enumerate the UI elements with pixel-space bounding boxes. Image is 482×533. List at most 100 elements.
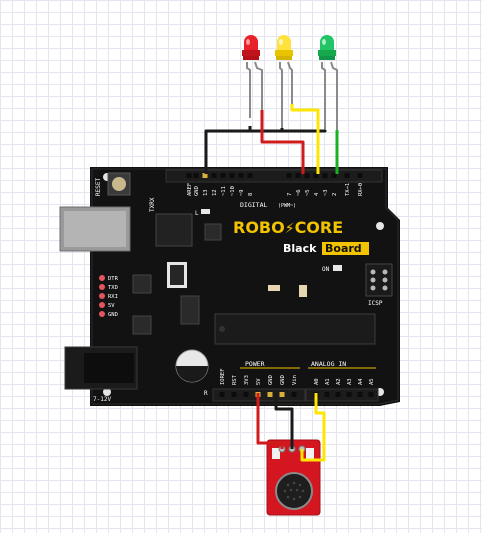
small-ic [180, 295, 200, 325]
regulator-chip-2 [132, 315, 152, 335]
analog-pin-labels: A0 A1 A2 A3 A4 A5 [314, 378, 375, 385]
digital-sockets [186, 173, 363, 178]
digital-socket [238, 173, 244, 178]
digital-pin-label: ~10 [230, 186, 236, 196]
digital-pin-label: 4 [314, 192, 320, 196]
digital-pin-label: 2 [332, 193, 338, 196]
status-led [99, 311, 105, 317]
power-pin-label: Vin [292, 375, 298, 385]
status-led [99, 293, 105, 299]
digital-socket [247, 173, 253, 178]
l-led [201, 209, 210, 214]
analog-socket [368, 392, 374, 397]
digital-socket [313, 173, 319, 178]
power-socket [219, 392, 225, 397]
mount-hole [103, 388, 111, 396]
smd-resistor-2 [299, 285, 307, 297]
power-pin-label: GND [280, 375, 286, 385]
wire-a0-sensor [300, 393, 326, 462]
power-pin-label: 5V [256, 378, 262, 385]
digital-pin-label: 12 [212, 189, 218, 196]
wire-pin5-led-yellow [290, 104, 320, 174]
status-led-label: RXI [108, 294, 118, 300]
r-label: R [204, 390, 208, 397]
pwm-label: (PWM~) [278, 203, 296, 209]
wire-gnd-led-green [282, 129, 327, 133]
power-socket [279, 392, 285, 397]
microphone-capsule [275, 472, 313, 510]
digital-pin-label: ~6 [296, 189, 302, 196]
sound-sensor-module [266, 439, 321, 516]
digital-socket [331, 173, 337, 178]
digital-socket [220, 173, 226, 178]
status-led-label: GND [108, 312, 118, 318]
led-green-leg-a [321, 62, 326, 130]
led-red [242, 35, 260, 60]
digital-pin-label: ~9 [239, 189, 245, 196]
analog-socket [324, 392, 330, 397]
analog-pin-label: A0 [314, 378, 320, 385]
led-green-leg-b [330, 61, 338, 130]
led-wires [204, 104, 339, 174]
on-led [333, 265, 342, 271]
analog-label: ANALOG IN [311, 360, 346, 368]
analog-pin-label: A1 [325, 378, 331, 385]
sensor-capacitor [306, 448, 314, 459]
analog-pin-label: A5 [369, 378, 375, 385]
regulator-chip [132, 274, 152, 294]
digital-pin-label: AREF [187, 183, 193, 196]
brand-board: Board [325, 242, 362, 255]
wire-gnd-led-red [204, 126, 252, 174]
power-pin-label: 3V3 [244, 375, 250, 385]
digital-socket [357, 173, 363, 178]
digital-pin-label: ~11 [221, 186, 227, 196]
led-red-leg-a [246, 62, 251, 118]
digital-socket [193, 173, 199, 178]
digital-socket [186, 173, 192, 178]
digital-pin-label: 13 [203, 189, 209, 196]
led-yellow [275, 35, 293, 60]
digital-pin-label: RX←0 [358, 183, 364, 196]
voltage-label: 7-12V [93, 396, 111, 403]
analog-pin-label: A2 [336, 378, 342, 385]
digital-socket [304, 173, 310, 178]
digital-socket [344, 173, 350, 178]
analog-pin-label: A4 [358, 378, 364, 385]
analog-pin-label: A3 [347, 378, 353, 385]
power-socket [267, 392, 273, 397]
power-socket [243, 392, 249, 397]
led-yellow-leg-b [287, 61, 293, 104]
digital-pin-label: 7 [287, 193, 293, 196]
mount-hole [376, 222, 384, 230]
digital-pin-label: GND [194, 186, 200, 196]
led-group [242, 35, 338, 130]
digital-pin-label: ~5 [305, 189, 311, 196]
digital-socket [286, 173, 292, 178]
power-jack-inner [84, 353, 134, 383]
brand-black: Black [283, 242, 317, 255]
status-led [99, 302, 105, 308]
power-socket [291, 392, 297, 397]
led-yellow-leg-a [279, 62, 283, 128]
analog-socket [357, 392, 363, 397]
wire-pin6-led-red [260, 110, 305, 174]
analog-socket [346, 392, 352, 397]
digital-socket [211, 173, 217, 178]
status-led [99, 284, 105, 290]
ic-notch [219, 326, 225, 332]
digital-socket [202, 173, 208, 178]
digital-pin-label: ~3 [323, 189, 329, 196]
status-led [99, 275, 105, 281]
icsp-header [365, 263, 393, 297]
small-ic-2 [204, 223, 222, 241]
microphone-mesh [283, 481, 305, 501]
crystal-top [170, 265, 184, 285]
status-led-label: DTR [108, 276, 119, 282]
brand-robocore: ROBO⚡CORE [233, 218, 343, 237]
icsp-label: ICSP [368, 300, 383, 307]
digital-pin-label: 8 [248, 193, 254, 196]
capacitor-band [176, 366, 208, 382]
wire-gnd-sensor [274, 393, 294, 449]
